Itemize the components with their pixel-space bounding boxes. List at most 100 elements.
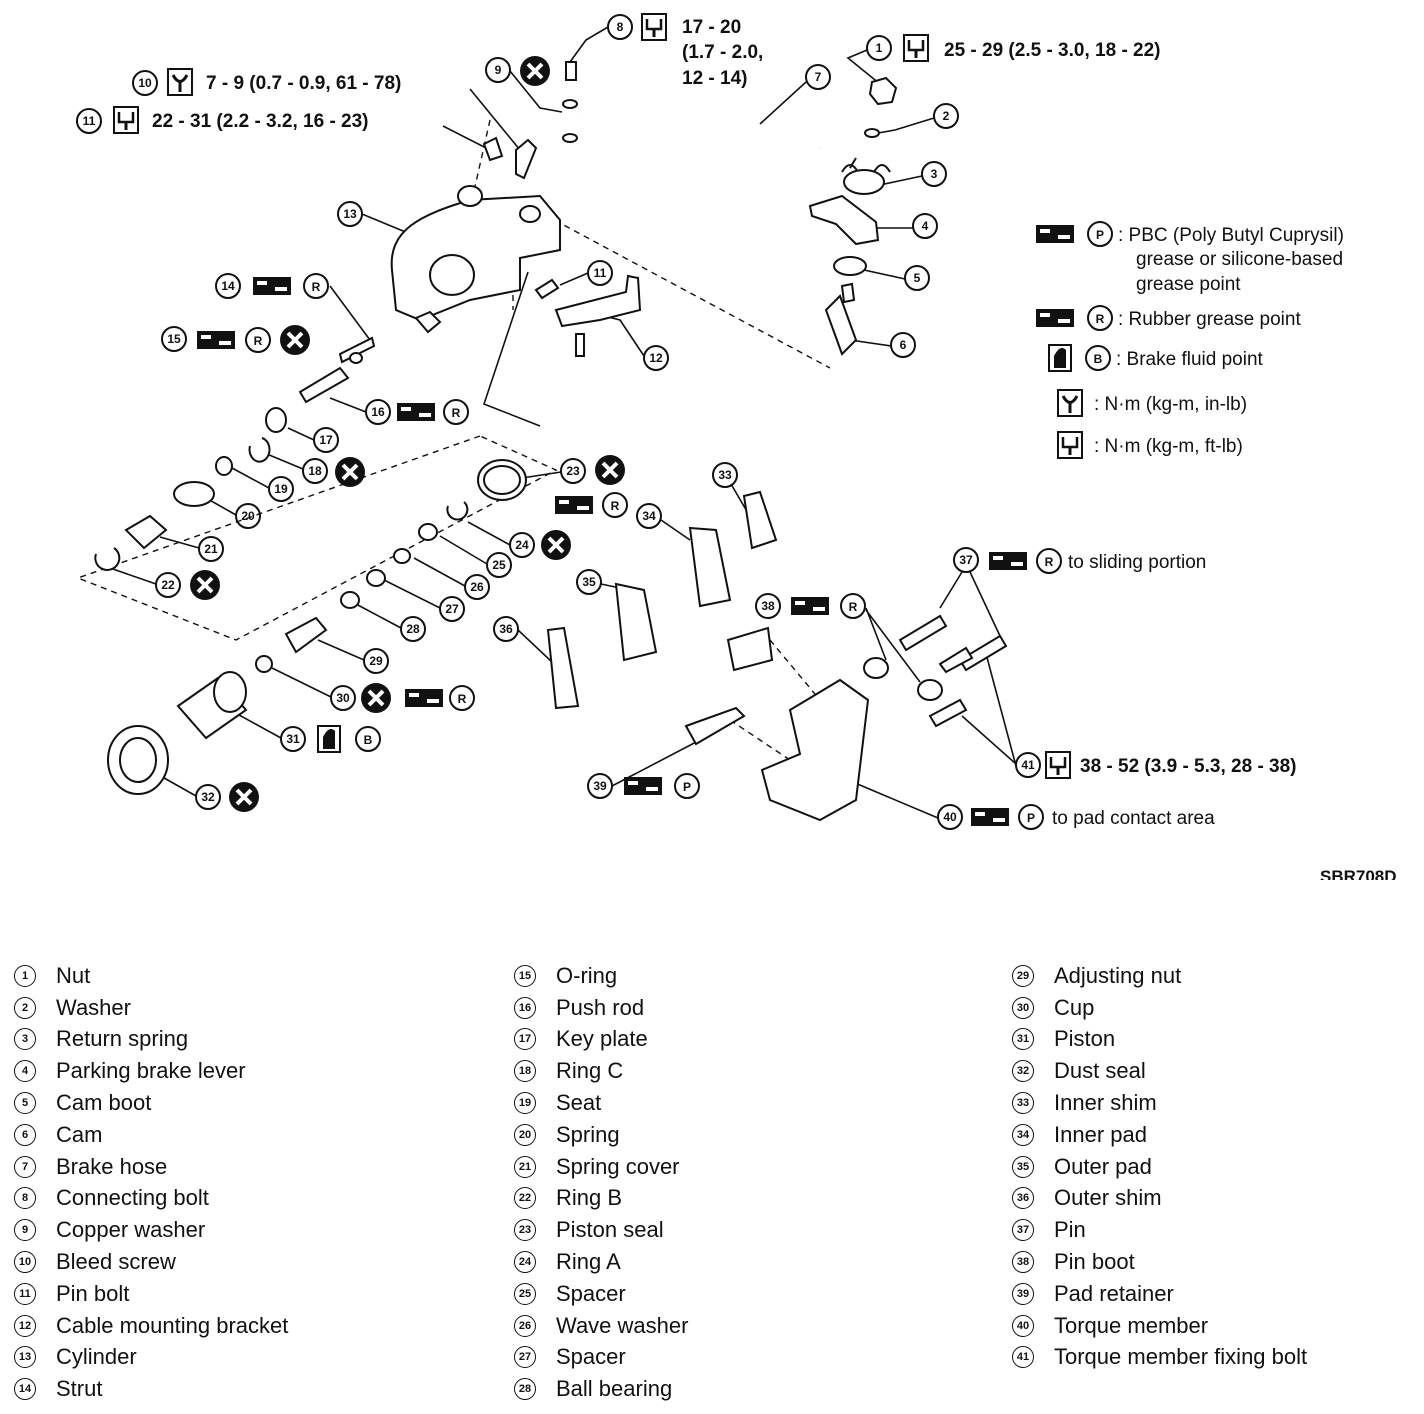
svg-text:P: P — [683, 780, 691, 794]
part-number: 10 — [0, 1251, 50, 1274]
part-number-circle: 7 — [14, 1155, 36, 1178]
rubber-symbol: R — [602, 492, 628, 518]
part-number: 41 — [998, 1346, 1048, 1369]
legend-nm-inlb: : N·m (kg-m, in-lb) — [1094, 394, 1247, 415]
parts-list-item: 29 Adjusting nut — [998, 960, 1424, 992]
part-number: 4 — [0, 1060, 50, 1083]
part-number-circle: 4 — [14, 1060, 36, 1083]
svg-text:41: 41 — [1021, 758, 1035, 772]
svg-text:10: 10 — [138, 76, 152, 90]
part-number: 1 — [0, 964, 50, 987]
replace-part-icon — [227, 780, 261, 814]
part-number: 28 — [500, 1378, 550, 1401]
part-name: Spacer — [556, 1344, 626, 1370]
brake-fluid-icon — [317, 725, 341, 753]
svg-text:3: 3 — [931, 167, 938, 181]
svg-text:26: 26 — [470, 580, 484, 594]
part-name: Cable mounting bracket — [56, 1312, 289, 1338]
rubber-grease-icon — [791, 597, 829, 615]
svg-text:33: 33 — [718, 468, 732, 482]
callout-11a: 11 — [76, 108, 102, 134]
svg-text:R: R — [458, 692, 467, 706]
part-number-circle: 25 — [514, 1282, 536, 1305]
parts-list-item: 27 Spacer — [500, 1342, 980, 1374]
callout-5: 5 — [904, 265, 930, 291]
part-number: 5 — [0, 1092, 50, 1115]
replace-part-icon — [359, 681, 393, 715]
part-number-circle: 36 — [1012, 1187, 1034, 1210]
part-number: 31 — [998, 1028, 1048, 1051]
torque-label-1: 25 - 29 (2.5 - 3.0, 18 - 22) — [944, 40, 1161, 61]
part-name: Inner pad — [1054, 1121, 1147, 1147]
part-number: 27 — [500, 1346, 550, 1369]
rubber-grease-icon — [989, 552, 1027, 570]
torque-wrench-icon — [112, 105, 140, 135]
part-number: 13 — [0, 1346, 50, 1369]
part-number-circle: 40 — [1012, 1314, 1034, 1337]
part-name: Cylinder — [56, 1344, 137, 1370]
part-name: Ball bearing — [556, 1376, 673, 1402]
part-number: 18 — [500, 1060, 550, 1083]
part-number-circle: 9 — [14, 1219, 36, 1242]
part-number-circle: 31 — [1012, 1028, 1034, 1051]
part-number-circle: 34 — [1012, 1123, 1034, 1146]
part-number-circle: 28 — [514, 1378, 536, 1401]
callout-15: 15 — [161, 326, 187, 352]
part-number: 39 — [998, 1282, 1048, 1305]
pbc-grease-icon — [624, 777, 662, 795]
part-number: 19 — [500, 1092, 550, 1115]
callout-26: 26 — [464, 574, 490, 600]
part-number-circle: 22 — [514, 1187, 536, 1210]
svg-text:11: 11 — [83, 114, 96, 128]
svg-text:11: 11 — [594, 266, 607, 280]
torque-label-8b: (1.7 - 2.0, — [682, 42, 763, 63]
callout-37: 37 — [953, 547, 979, 573]
callout-17: 17 — [313, 427, 339, 453]
svg-text:23: 23 — [566, 464, 580, 478]
part-number: 20 — [500, 1123, 550, 1146]
part-name: Washer — [56, 994, 131, 1020]
part-name: Adjusting nut — [1054, 962, 1182, 988]
part-number-circle: 3 — [14, 1028, 36, 1051]
part-number: 40 — [998, 1314, 1048, 1337]
legend-pbc-line2: grease or silicone-based — [1136, 249, 1343, 270]
svg-text:16: 16 — [371, 405, 385, 419]
part-number: 38 — [998, 1251, 1048, 1274]
part-name: Pad retainer — [1054, 1280, 1174, 1306]
legend-pbc: : PBC (Poly Butyl Cuprysil) — [1118, 225, 1344, 246]
part-number-circle: 6 — [14, 1123, 36, 1146]
part-name: Pin — [1054, 1217, 1086, 1243]
note-sliding-portion: to sliding portion — [1068, 552, 1206, 573]
brake-fluid-icon — [1048, 344, 1072, 372]
svg-text:13: 13 — [343, 207, 357, 221]
callout-18: 18 — [302, 458, 328, 484]
part-number-circle: 14 — [14, 1378, 36, 1401]
part-number-circle: 17 — [514, 1028, 536, 1051]
svg-text:B: B — [1094, 352, 1103, 366]
svg-text:R: R — [312, 280, 321, 294]
svg-text:18: 18 — [308, 464, 322, 478]
rubber-symbol: R — [245, 327, 271, 353]
part-number-circle: 29 — [1012, 964, 1034, 987]
torque-wrench-inlb-icon — [166, 67, 194, 97]
part-number-circle: 30 — [1012, 996, 1034, 1019]
svg-text:17: 17 — [319, 433, 333, 447]
torque-wrench-icon — [640, 12, 668, 42]
part-number: 7 — [0, 1155, 50, 1178]
part-number-circle: 10 — [14, 1251, 36, 1274]
callout-34: 34 — [636, 503, 662, 529]
svg-text:35: 35 — [582, 575, 596, 589]
svg-text:24: 24 — [515, 538, 529, 552]
part-number-circle: 19 — [514, 1092, 536, 1115]
part-name: Pin bolt — [56, 1280, 130, 1306]
